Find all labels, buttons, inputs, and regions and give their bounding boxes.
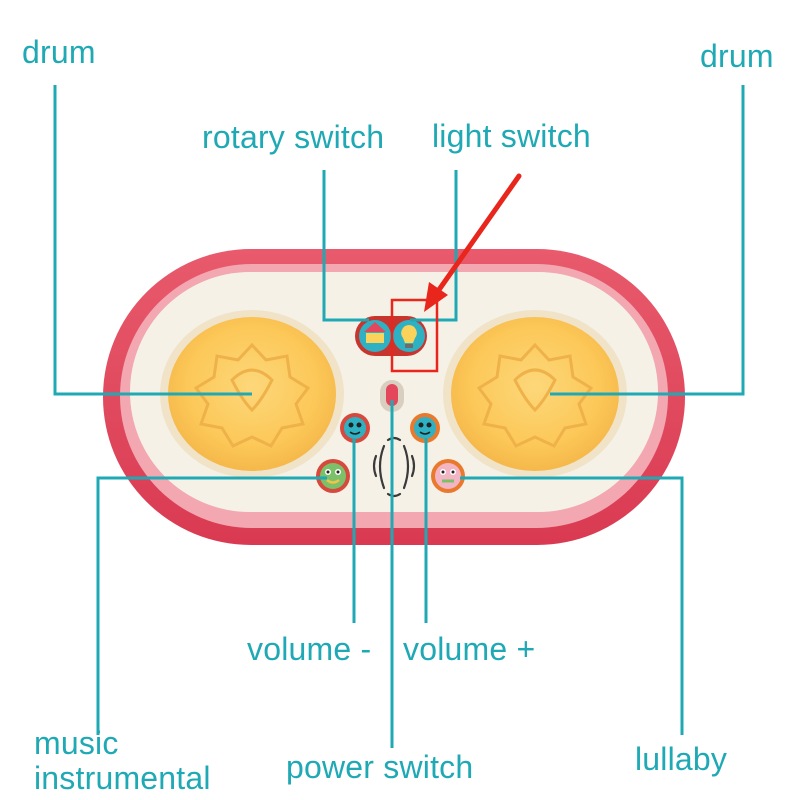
label-instrumental: instrumental — [34, 760, 211, 796]
drum-toy — [103, 249, 685, 545]
leader-rotary-switch — [322, 170, 369, 322]
speaker-grille — [372, 436, 416, 498]
volume-minus-button — [340, 413, 370, 443]
leader-drum-right — [550, 85, 745, 396]
lightbulb-icon — [401, 325, 417, 343]
top-switch-plate — [355, 316, 427, 356]
lullaby-button — [431, 459, 465, 493]
red-arrow-shaft — [433, 173, 522, 297]
leader-music-instrumental — [96, 476, 327, 735]
label-drum-right: drum — [700, 38, 774, 74]
label-volume-plus: volume + — [403, 631, 536, 667]
label-drum-left: drum — [22, 34, 96, 70]
light-switch-highlight — [390, 173, 522, 373]
label-lullaby: lullaby — [635, 741, 728, 777]
label-volume-minus: volume - — [247, 631, 372, 667]
label-power-switch: power switch — [286, 749, 474, 785]
leader-lines — [53, 85, 745, 748]
highlight-box — [390, 298, 439, 373]
power-switch-slot — [380, 380, 404, 412]
leader-light-switch — [410, 170, 458, 322]
leader-lullaby — [460, 476, 684, 735]
red-arrow-head-icon — [424, 282, 448, 312]
label-music: music — [34, 725, 119, 761]
carousel-icon — [364, 322, 386, 332]
leader-drum-left — [53, 85, 252, 396]
label-rotary-switch: rotary switch — [202, 119, 385, 155]
right-drum-pad — [443, 310, 627, 478]
label-light-switch: light switch — [432, 118, 591, 154]
music-instrumental-button — [316, 459, 350, 493]
volume-plus-button — [410, 413, 440, 443]
